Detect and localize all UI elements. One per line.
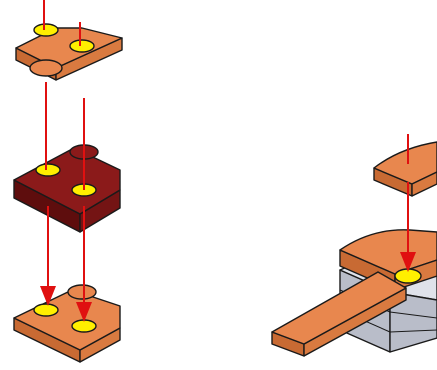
left-arrows (40, 0, 92, 322)
stud-highlight (69, 39, 95, 53)
right-arrow (400, 134, 416, 272)
bottom-corner-plate (13, 284, 121, 363)
arrowhead (400, 252, 416, 272)
stud-highlight (33, 23, 59, 37)
bot-plate-top (13, 289, 121, 351)
middle-corner-plate (13, 144, 121, 233)
stud (67, 284, 97, 300)
curved-arm-assembly (271, 229, 437, 357)
stud-highlight (35, 163, 61, 177)
stud (29, 59, 63, 77)
falling-tile (373, 141, 437, 197)
top-corner-plate (15, 23, 123, 81)
arrowhead (40, 286, 56, 306)
mid-plate-top (13, 147, 121, 215)
arrowhead (76, 302, 92, 322)
stud-highlight (33, 303, 59, 317)
